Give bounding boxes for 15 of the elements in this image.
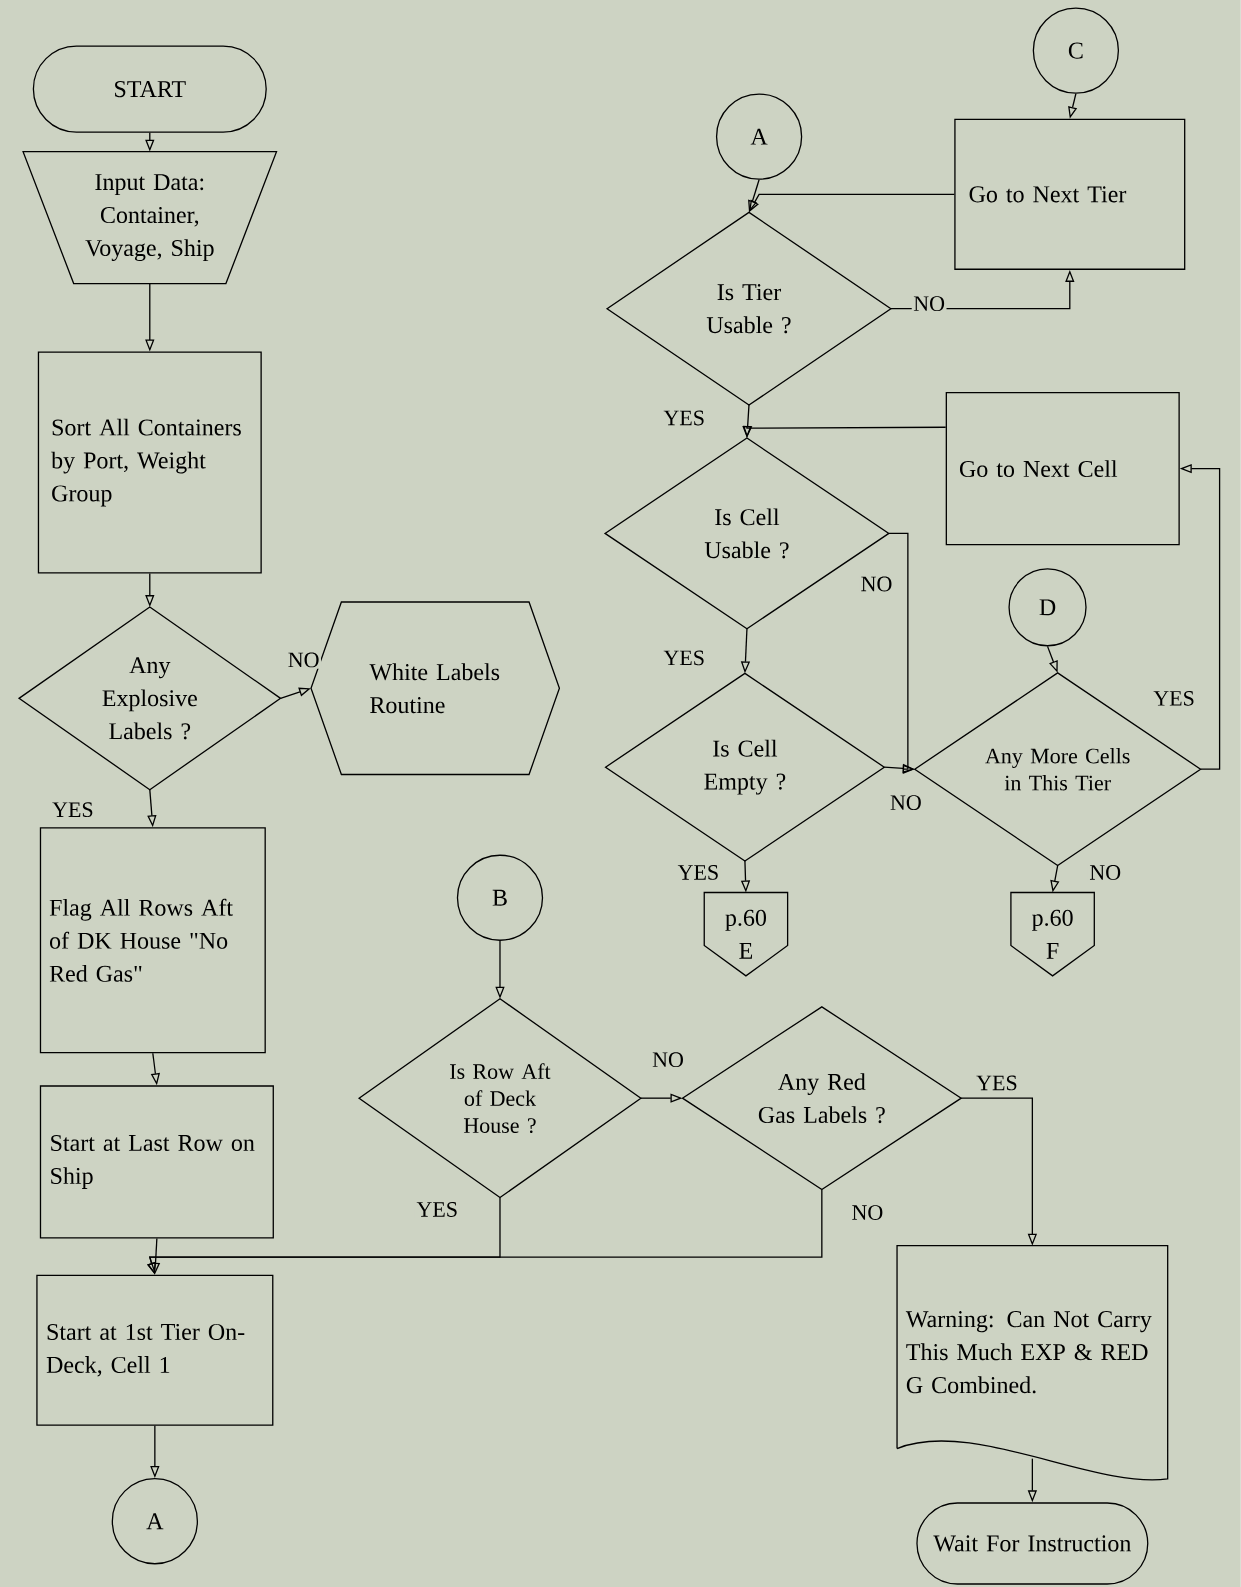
input-trapezoid: Input Data: Container, Voyage, Ship (22, 150, 278, 285)
edge-label: NO (286, 651, 322, 669)
edge-label: YES (1151, 689, 1197, 708)
edge-label: YES (974, 1074, 1020, 1092)
process-box: Go to Next Tier (954, 118, 1186, 270)
document-shape: Warning: Can Not Carry This Much EXP & RED G Combined. (896, 1245, 1169, 1481)
process-box: Flag All Rows Aft of DK House "No Red Gas" (39, 827, 266, 1054)
process-box: Start at Last Row on Ship (39, 1085, 274, 1239)
edge-label: YES (662, 409, 707, 427)
process-box: Sort All Containers by Port, Weight Group (37, 351, 262, 574)
process-box: Go to Next Cell (945, 392, 1180, 546)
edge-label: NO (859, 575, 894, 593)
off-page-connector: p.60 F (1010, 891, 1096, 977)
process-box: Start at 1st Tier On-Deck, Cell 1 (36, 1274, 274, 1426)
off-page-connector: p.60 E (703, 891, 789, 977)
